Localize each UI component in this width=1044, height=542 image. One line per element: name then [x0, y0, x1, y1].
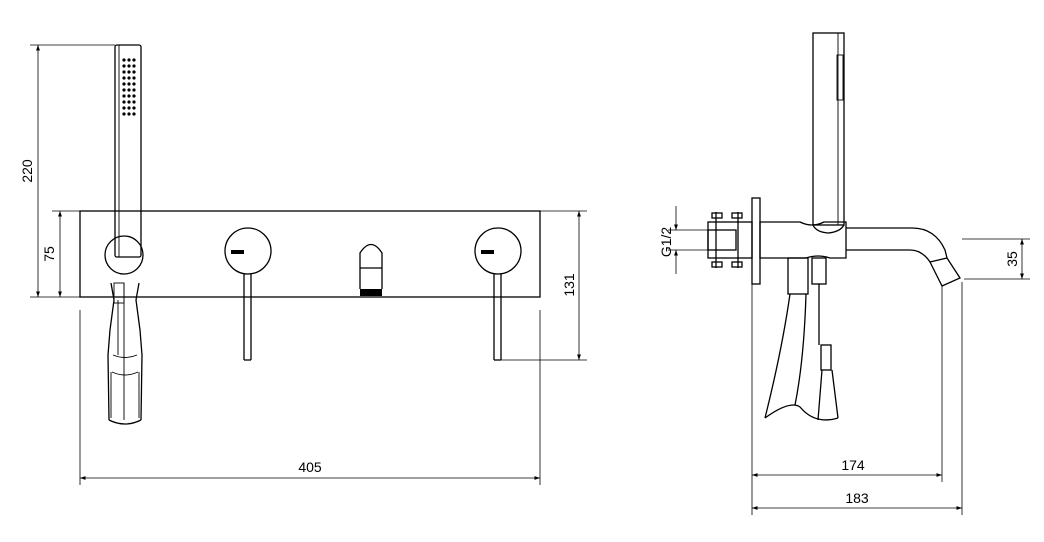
dim-label-174: 174 [841, 457, 865, 473]
dim-label-35: 35 [1004, 251, 1020, 267]
front-view: 220 75 131 405 [19, 44, 587, 485]
dim-label-405: 405 [298, 459, 322, 475]
shower-hose-side [764, 257, 839, 421]
dimension-g12: G1/2 [658, 206, 708, 274]
dim-label-75: 75 [41, 246, 57, 262]
dimension-131: 131 [501, 210, 587, 361]
hand-shower [114, 44, 142, 258]
shower-holder [104, 235, 144, 275]
hand-shower-side [812, 32, 845, 234]
dimension-183: 183 [752, 282, 963, 515]
right-mixer [474, 227, 522, 361]
wall-plate [79, 210, 541, 298]
dimension-75: 75 [41, 210, 80, 297]
valve-body [759, 221, 847, 259]
dimension-35: 35 [962, 238, 1030, 280]
shower-hose [107, 282, 143, 425]
dim-label-g12: G1/2 [658, 227, 674, 258]
dim-label-183: 183 [845, 490, 869, 506]
spout-front [359, 243, 383, 296]
shower-nozzles [122, 58, 136, 116]
dim-label-220: 220 [19, 159, 35, 183]
spout-side [846, 227, 961, 287]
dimension-220: 220 [19, 44, 115, 298]
dimension-174: 174 [751, 284, 943, 515]
dim-label-131: 131 [561, 273, 577, 297]
wall-mount [707, 197, 761, 285]
dimension-405: 405 [79, 310, 541, 485]
side-view: G1/2 35 174 183 [658, 32, 1030, 515]
left-mixer [224, 227, 272, 361]
